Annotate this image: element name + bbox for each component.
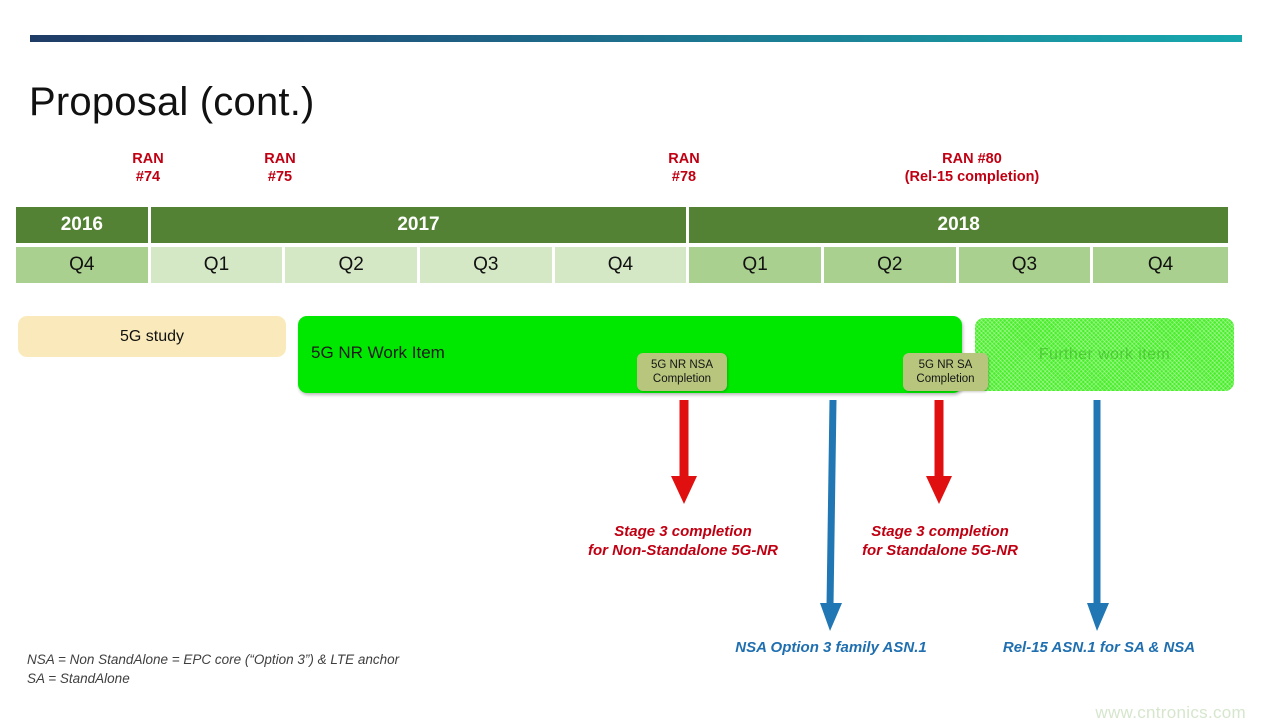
year-cell-2016: 2016 [16,207,151,243]
blue-arrow-down-nsa-asn1-icon [820,400,842,631]
quarter-cell-2017-q4: Q4 [554,247,690,283]
chip-5g-nr-sa-completion: 5G NR SA Completion [903,353,988,391]
quarter-cell-2017-q1: Q1 [150,247,286,283]
quarter-cell-2017-q3: Q3 [419,247,555,283]
bar-further-work-item-label: Further work item [1038,345,1171,363]
footnote-legend: NSA = Non StandAlone = EPC core (“Option… [27,652,400,686]
quarter-cell-2017-q2: Q2 [285,247,420,283]
bar-5g-study: 5G study [18,316,286,357]
site-watermark: www.cntronics.com [1095,703,1246,722]
bar-5g-nr-work-item-label: 5G NR Work Item [311,343,445,362]
ran-marker-80: RAN #80 (Rel-15 completion) [904,151,1040,185]
bar-further-work-item: Further work item [975,318,1234,391]
quarter-cell-2016-q4: Q4 [16,247,151,283]
ran-marker-74: RAN #74 [132,151,164,185]
year-cell-2018: 2018 [689,207,1228,243]
chip-nsa-line2: Completion [652,373,712,385]
chip-sa-line2: Completion [916,373,975,385]
ran-marker-75: RAN #75 [264,151,296,185]
bar-5g-nr-work-item [298,316,962,393]
timeline-table: 2016 2017 2018 Q4 Q1 Q2 Q3 Q4 Q1 Q2 Q3 Q… [16,207,1228,283]
quarter-cell-2018-q2: Q2 [823,247,959,283]
annotation-stage3-non-standalone: Stage 3 completion for Non-Standalone 5G… [588,523,778,559]
chip-5g-nr-nsa-completion: 5G NR NSA Completion [637,353,727,391]
quarter-cell-2018-q3: Q3 [958,247,1094,283]
year-cell-2017: 2017 [150,207,690,243]
quarter-cell-2018-q1: Q1 [689,247,824,283]
page-title: Proposal (cont.) [29,80,315,124]
quarter-cell-2018-q4: Q4 [1093,247,1228,283]
annotation-nsa-option3-asn1: NSA Option 3 family ASN.1 [735,639,927,656]
chip-nsa-line1: 5G NR NSA [651,359,713,371]
red-arrow-down-sa-icon [926,400,952,504]
blue-arrow-down-rel15-asn1-icon [1087,400,1109,631]
annotation-rel15-asn1: Rel-15 ASN.1 for SA & NSA [1002,639,1196,656]
ran-marker-78: RAN #78 [668,151,700,185]
top-accent-rule [30,35,1242,42]
annotation-stage3-standalone: Stage 3 completion for Standalone 5G-NR [862,523,1018,559]
timeline-year-row: 2016 2017 2018 [16,207,1228,243]
timeline-quarter-row: Q4 Q1 Q2 Q3 Q4 Q1 Q2 Q3 Q4 [16,247,1228,283]
red-arrow-down-nsa-icon [671,400,697,504]
chip-sa-line1: 5G NR SA [918,359,973,371]
